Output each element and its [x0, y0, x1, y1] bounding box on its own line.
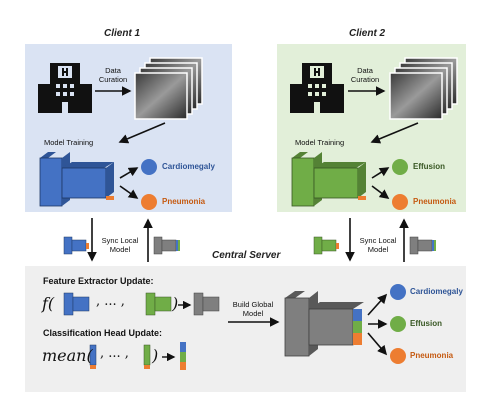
- formula-mean: mean(: [42, 346, 93, 365]
- formula-f-close: ): [172, 294, 179, 313]
- model-training-label-c1: Model Training: [44, 138, 94, 147]
- server-title: Central Server: [212, 250, 281, 261]
- gray-model-mini-icon: [153, 236, 180, 255]
- build-global-label: Build Global Model: [230, 300, 276, 318]
- class-label-pneumonia-c1: Pneumonia: [162, 197, 206, 206]
- class-label-cardiomegaly-c1: Cardiomegaly: [162, 162, 215, 171]
- global-model: [284, 291, 364, 357]
- class-label-pneumonia-c2: Pneumonia: [413, 197, 457, 206]
- feature-extractor-update-label: Feature Extractor Update:: [43, 276, 154, 286]
- pneumonia-node-c1: [141, 194, 157, 210]
- global-head-icon: [180, 342, 186, 370]
- effusion-node-server: [390, 316, 406, 332]
- client1-local-model: [39, 152, 114, 207]
- sync-label-c1: Sync Local Model: [98, 236, 142, 254]
- blue-model-mini-icon: [63, 236, 89, 255]
- gray-feature-extractor-icon: [193, 292, 220, 316]
- pneumonia-node-server: [390, 348, 406, 364]
- formula-f: f(: [42, 294, 55, 313]
- sync-line1: Sync Local: [101, 236, 139, 245]
- sync-label-c2: Sync Local Model: [356, 236, 400, 254]
- build-global-line2: Model: [242, 309, 264, 318]
- gray-model-mini-icon: [409, 236, 436, 255]
- xray-images-icon: [134, 57, 203, 120]
- data-curation-label-c1: Data Curation: [98, 66, 128, 84]
- green-model-mini-icon: [313, 236, 339, 255]
- green-feature-extractor-icon: [145, 292, 172, 316]
- data-curation-line2: Curation: [98, 75, 128, 84]
- data-curation-label-c2: Data Curation: [350, 66, 380, 84]
- data-curation-line1: Data: [357, 66, 373, 75]
- effusion-node-c2: [392, 159, 408, 175]
- data-curation-line2: Curation: [350, 75, 380, 84]
- build-global-line1: Build Global: [232, 300, 274, 309]
- blue-head-icon: [89, 344, 97, 369]
- sync-line2: Model: [367, 245, 389, 254]
- hospital-icon: [38, 63, 92, 113]
- cardiomegaly-node-server: [390, 284, 406, 300]
- class-label-pneumonia-server: Pneumonia: [410, 351, 454, 360]
- formula-mean-ellipsis: , ... ,: [100, 346, 129, 361]
- hospital-icon: [290, 63, 344, 113]
- class-label-effusion-c2: Effusion: [413, 162, 445, 171]
- data-curation-line1: Data: [105, 66, 121, 75]
- classification-head-update-label: Classification Head Update:: [43, 328, 163, 338]
- client1-title: Client 1: [104, 28, 141, 39]
- model-training-label-c2: Model Training: [295, 138, 345, 147]
- formula-mean-close: ): [152, 346, 159, 365]
- client2-local-model: [291, 152, 366, 207]
- pneumonia-node-c2: [392, 194, 408, 210]
- sync-line2: Model: [109, 245, 131, 254]
- class-label-cardiomegaly-server: Cardiomegaly: [410, 287, 463, 296]
- client2-title: Client 2: [349, 28, 386, 39]
- green-head-icon: [143, 344, 151, 369]
- cardiomegaly-node-c1: [141, 159, 157, 175]
- class-label-effusion-server: Effusion: [410, 319, 442, 328]
- sync-line1: Sync Local: [359, 236, 397, 245]
- formula-f-ellipsis: , ... ,: [96, 294, 125, 309]
- blue-feature-extractor-icon: [63, 292, 90, 316]
- xray-images-icon: [389, 57, 458, 120]
